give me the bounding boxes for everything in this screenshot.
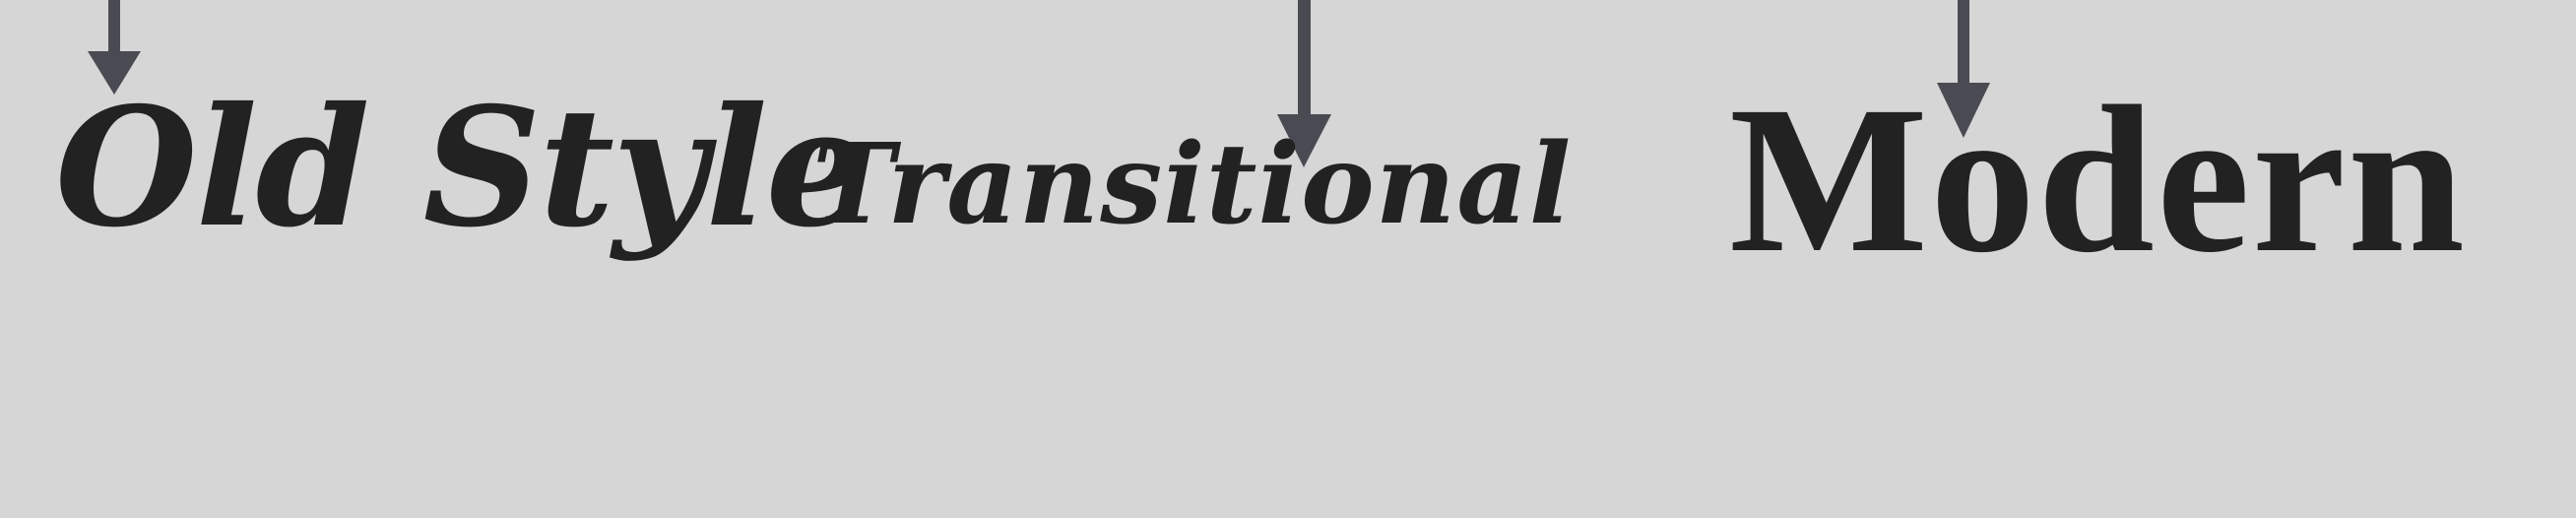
modern-arrow-shaft [1958,0,1969,85]
transitional-arrow-shaft [1298,0,1311,118]
old-style-arrow [88,0,141,95]
modern-label: Modern [1729,63,2467,296]
transitional-arrow [1277,0,1331,167]
transitional-label: Transitional [812,120,1573,249]
modern-arrow-head [1937,83,1990,138]
old-style-arrow-shaft [108,0,120,57]
old-style-label: Old Style [55,72,869,264]
modern-arrow [1937,0,1990,138]
old-style-arrow-head [88,51,141,95]
transitional-arrow-head [1277,114,1331,167]
